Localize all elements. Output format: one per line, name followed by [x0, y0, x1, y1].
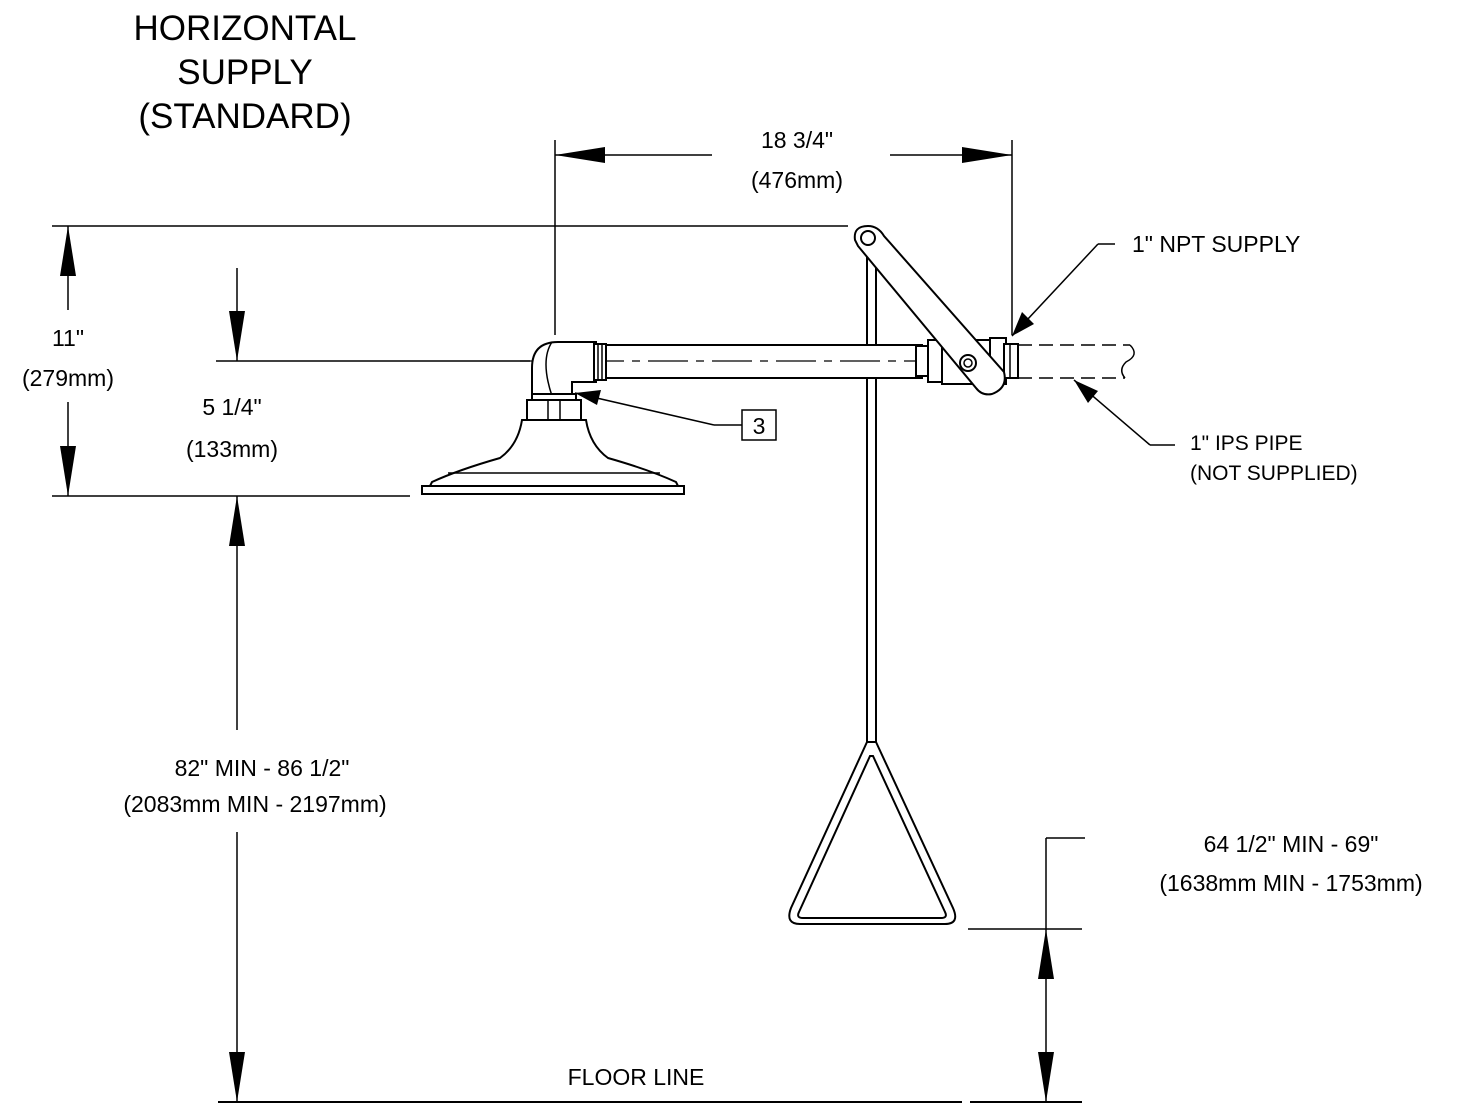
head-to-floor-dimension: 82" MIN - 86 1/2" (2083mm MIN - 2197mm) — [123, 755, 387, 1102]
overall-height-mm: (279mm) — [22, 365, 114, 391]
handle-to-floor-mm: (1638mm MIN - 1753mm) — [1159, 870, 1422, 896]
title-line-3: (STANDARD) — [138, 97, 351, 136]
overall-height-dimension: 11" (279mm) — [22, 226, 114, 496]
arm-length-mm: (476mm) — [751, 167, 843, 193]
valve-handle-arm — [853, 224, 1006, 396]
pipe-callout-line-2: (NOT SUPPLIED) — [1190, 462, 1358, 485]
triangle-pull-handle — [788, 741, 957, 925]
head-height-dimension: 5 1/4" (133mm) — [186, 268, 278, 730]
supply-callout: 1" NPT SUPPLY — [1011, 231, 1300, 337]
floor-line: FLOOR LINE — [218, 1064, 1082, 1103]
handle-to-floor-dimension: 64 1/2" MIN - 69" (1638mm MIN - 1753mm) — [1038, 831, 1423, 1102]
drawing-title: HORIZONTAL SUPPLY (STANDARD) — [134, 9, 357, 136]
shower-head — [421, 393, 685, 495]
arm-length-inches: 18 3/4" — [761, 127, 833, 153]
item-number-callout: 3 — [574, 390, 777, 441]
ips-pipe-not-supplied — [1018, 344, 1135, 379]
title-line-1: HORIZONTAL — [134, 9, 357, 48]
overall-height-inches: 11" — [52, 325, 84, 351]
pipe-callout-line-1: 1" IPS PIPE — [1190, 432, 1303, 455]
arm-length-dimension: 18 3/4" (476mm) — [555, 127, 1012, 193]
handle-to-floor-inches: 64 1/2" MIN - 69" — [1204, 831, 1379, 857]
extension-lines — [52, 140, 1085, 930]
elbow-fitting — [531, 341, 607, 397]
floor-line-label: FLOOR LINE — [568, 1064, 705, 1090]
pull-rod — [866, 240, 877, 743]
head-height-mm: (133mm) — [186, 436, 278, 462]
head-height-inches: 5 1/4" — [202, 394, 261, 420]
supply-callout-label: 1" NPT SUPPLY — [1132, 231, 1300, 257]
item-number-box — [741, 409, 777, 441]
head-to-floor-mm: (2083mm MIN - 2197mm) — [123, 791, 386, 817]
title-line-2: SUPPLY — [177, 53, 313, 92]
head-to-floor-inches: 82" MIN - 86 1/2" — [175, 755, 350, 781]
pipe-callout: 1" IPS PIPE (NOT SUPPLIED) — [1073, 379, 1358, 485]
item-number-label: 3 — [753, 413, 766, 439]
